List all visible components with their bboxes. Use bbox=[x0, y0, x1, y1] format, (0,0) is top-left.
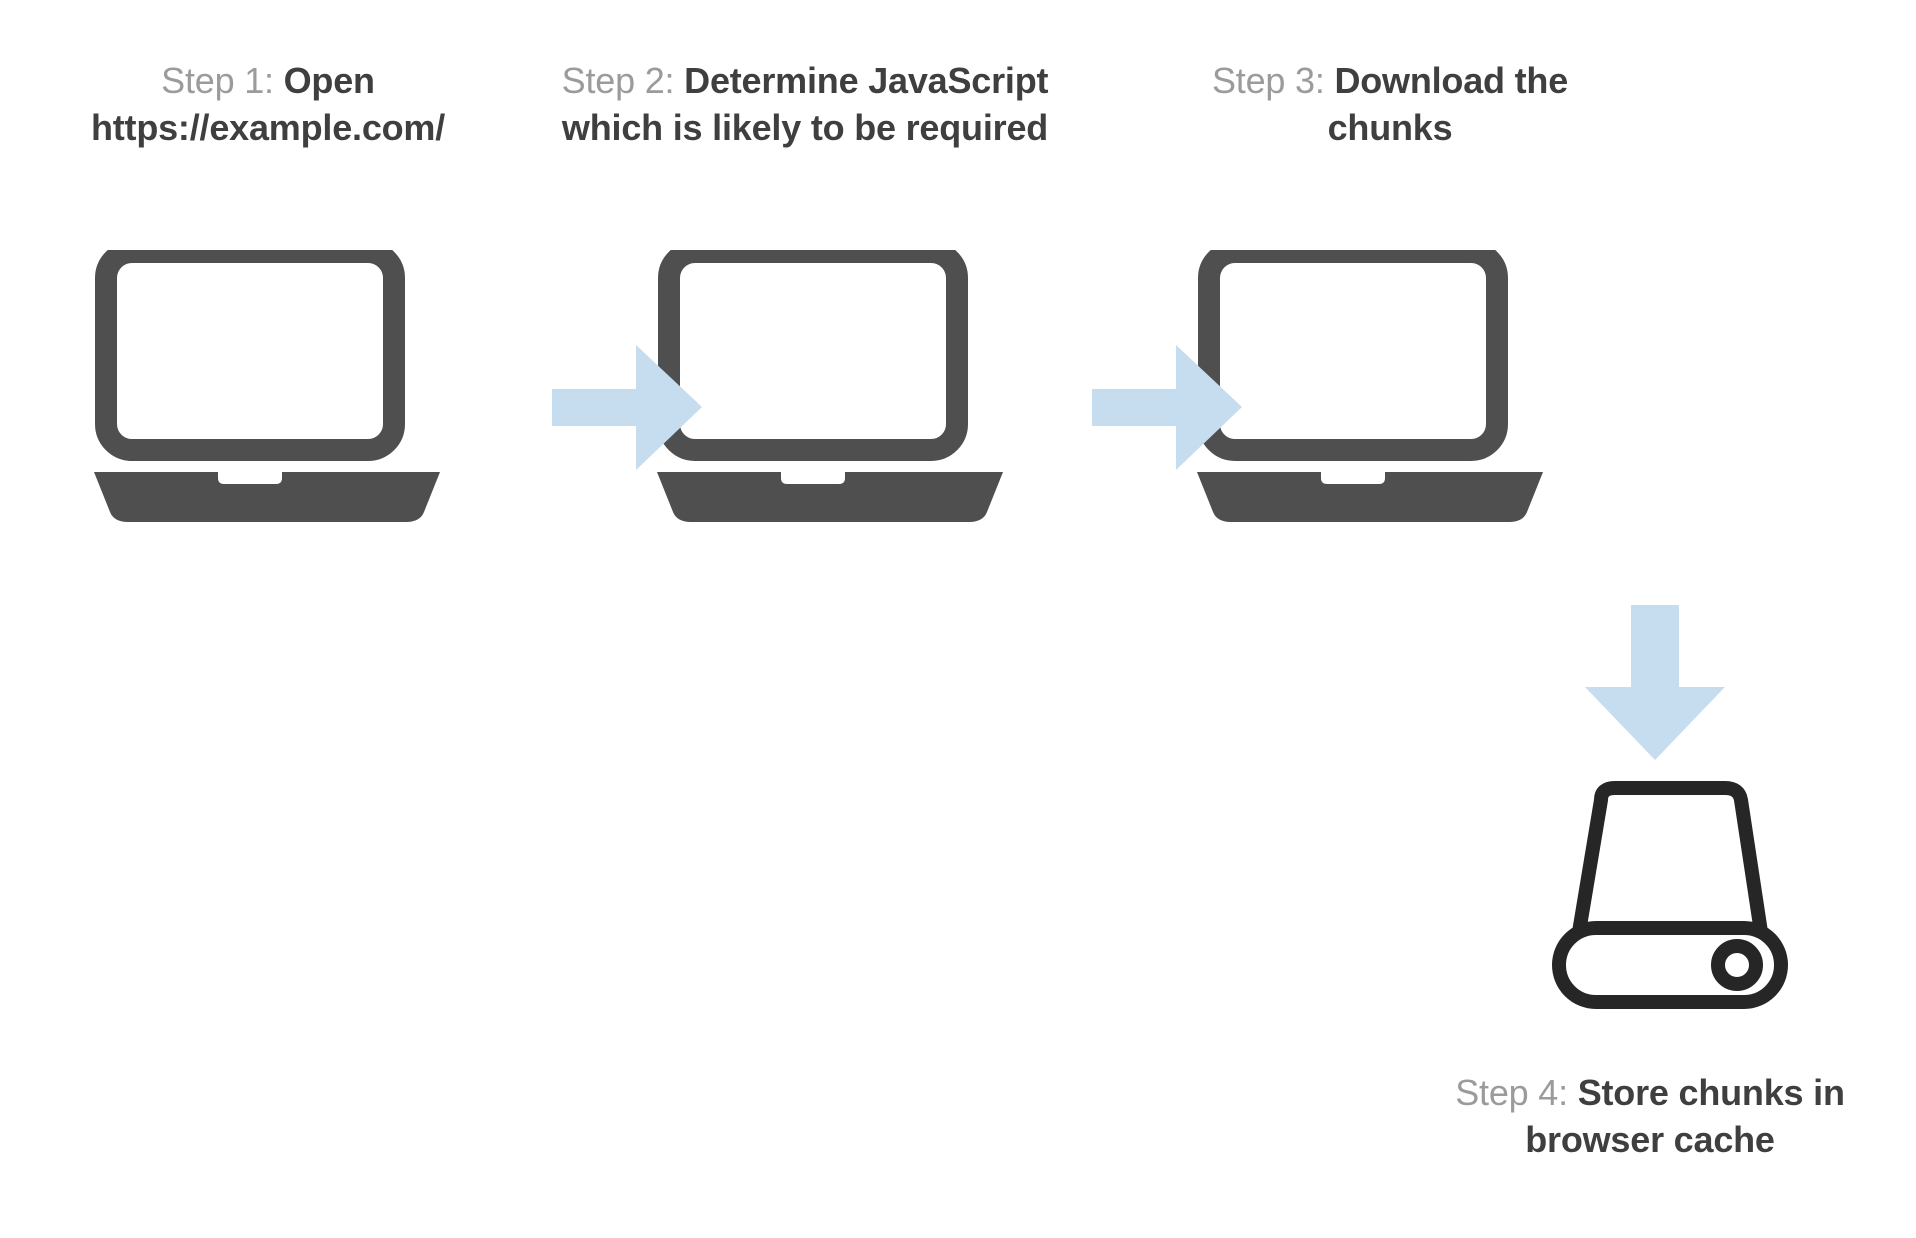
arrow-right-icon bbox=[552, 345, 702, 470]
hard-drive-icon bbox=[1545, 780, 1795, 1010]
step-1-text: Open https://example.com/ bbox=[90, 60, 446, 148]
step-4-caption: Step 4: Store chunks in browser cache bbox=[1420, 1070, 1880, 1164]
step-2-caption: Step 2: Determine JavaScript which is li… bbox=[545, 58, 1065, 152]
laptop-icon bbox=[1195, 250, 1545, 560]
arrow-down-icon bbox=[1585, 605, 1725, 760]
laptop-icon bbox=[655, 250, 1005, 560]
step-2-text: Determine JavaScript which is likely to … bbox=[561, 60, 1049, 148]
step-4-text: Store chunks in browser cache bbox=[1525, 1072, 1845, 1160]
step-3-text: Download the chunks bbox=[1327, 60, 1569, 148]
laptop-icon bbox=[92, 250, 442, 560]
step-1-caption: Step 1: Open https://example.com/ bbox=[18, 58, 518, 152]
step-3-label: Step 3: bbox=[1211, 60, 1335, 101]
arrow-right-icon bbox=[1092, 345, 1242, 470]
step-1-label: Step 1: bbox=[161, 60, 284, 101]
step-2-label: Step 2: bbox=[561, 60, 685, 101]
step-4-label: Step 4: bbox=[1455, 1072, 1578, 1113]
step-3-caption: Step 3: Download the chunks bbox=[1170, 58, 1610, 152]
